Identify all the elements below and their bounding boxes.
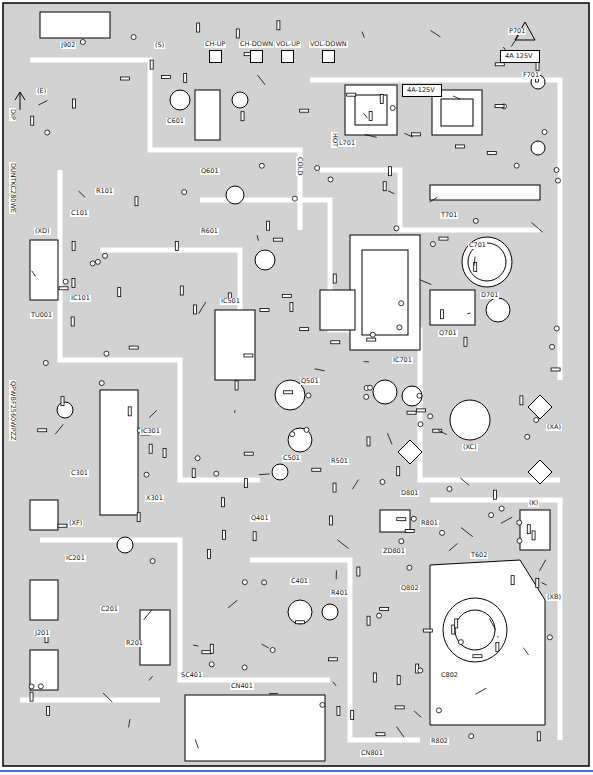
part-designator: DUNTKC280WE	[10, 162, 17, 214]
part-designator: C101	[70, 210, 89, 217]
direction-arrow	[15, 92, 25, 110]
switch-square	[209, 50, 222, 63]
part-designator: C701	[468, 242, 487, 249]
bottom-rule	[0, 770, 593, 772]
part-designator: IC701	[392, 357, 413, 364]
part-designator: SC401	[180, 672, 203, 679]
component-outlines	[30, 12, 552, 761]
part-designator: R201	[125, 640, 144, 647]
part-designator: COLD	[297, 156, 304, 176]
part-designator: D801	[400, 490, 419, 497]
switch-square	[250, 50, 263, 63]
fuse-box: 4A 125V	[500, 50, 540, 63]
switch-pad: CH-DOWN	[239, 41, 274, 63]
part-designator: C601	[166, 118, 185, 125]
part-designator: Q501	[300, 378, 320, 385]
part-label: 4A-125V	[406, 87, 438, 94]
part-designator: C501	[282, 455, 301, 462]
fuse-box: 4A-125V	[402, 84, 442, 97]
part-designator: C802	[440, 672, 459, 679]
part-designator: R501	[330, 458, 349, 465]
part-designator: T602	[470, 552, 488, 559]
part-designator: Q601	[200, 168, 220, 175]
part-designator: IC201	[65, 555, 86, 562]
part-label: VOL-DOWN	[309, 41, 348, 48]
switch-pad: VOL-UP	[275, 41, 301, 63]
board-outline	[3, 3, 589, 766]
part-designator: (XA)	[546, 424, 562, 431]
part-label: VOL-UP	[275, 41, 301, 48]
part-designator: IC301	[140, 428, 161, 435]
part-designator: (XF)	[68, 520, 83, 527]
part-designator: D701	[480, 292, 499, 299]
part-label: CH-UP	[204, 41, 226, 48]
part-designator: R801	[420, 520, 439, 527]
part-designator: R401	[330, 590, 349, 597]
part-designator: (S)	[154, 42, 165, 49]
switch-square	[322, 50, 335, 63]
part-designator: C201	[100, 606, 119, 613]
part-designator: TU001	[30, 312, 53, 319]
part-designator: X301	[145, 495, 164, 502]
part-label: 4A 125V	[504, 53, 536, 60]
part-designator: QPWBF2560WPZZ	[10, 380, 17, 441]
part-designator: C301	[70, 470, 89, 477]
switch-square	[281, 50, 294, 63]
part-designator: P701	[508, 28, 526, 35]
part-designator: L701	[338, 140, 356, 147]
small-parts	[29, 21, 560, 749]
part-designator: J902	[60, 42, 76, 49]
part-designator: Q802	[400, 585, 420, 592]
part-label: CH-DOWN	[239, 41, 274, 48]
part-designator: DIP	[10, 108, 17, 121]
copper-traces	[20, 60, 560, 740]
part-designator: R802	[430, 738, 449, 745]
switch-pad: VOL-DOWN	[309, 41, 348, 63]
part-designator: ZD801	[382, 548, 406, 555]
part-designator: IC101	[70, 295, 91, 302]
part-designator: Q701	[438, 330, 458, 337]
part-designator: (K)	[528, 500, 539, 507]
part-designator: T701	[440, 212, 458, 219]
part-designator: R601	[200, 228, 219, 235]
part-designator: J201	[34, 630, 50, 637]
part-designator: F701	[522, 72, 540, 79]
part-designator: Q401	[250, 515, 270, 522]
switch-pad: CH-UP	[204, 41, 226, 63]
part-designator: CN401	[230, 683, 254, 690]
part-designator: (E)	[36, 88, 47, 95]
part-designator: C401	[290, 578, 309, 585]
part-designator: (XD)	[34, 228, 51, 235]
part-designator: IC501	[220, 298, 241, 305]
part-designator: (XB)	[546, 594, 562, 601]
part-designator: (XC)	[462, 444, 478, 451]
part-designator: R101	[95, 188, 114, 195]
part-designator: CN801	[360, 750, 384, 757]
